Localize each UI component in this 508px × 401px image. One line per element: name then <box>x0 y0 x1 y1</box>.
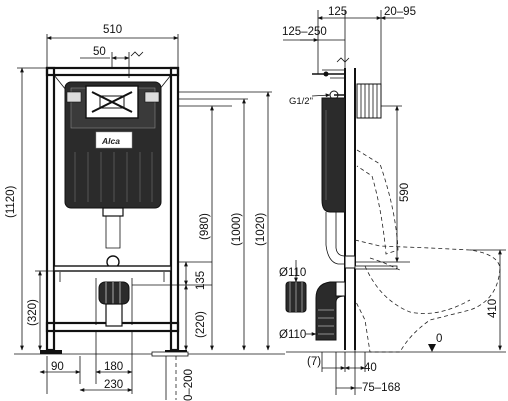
left-frame-post <box>45 66 56 352</box>
floor-zero-label: 0 <box>436 333 442 345</box>
dim-d110-lower-label: Ø110 <box>279 329 306 341</box>
drain-elbow <box>98 281 130 305</box>
dim-980-label: (980) <box>199 213 211 240</box>
dim-1020-label: (1020) <box>255 213 267 246</box>
dim-side-125-label: 125 <box>328 6 347 18</box>
dim-d110-upper-label: Ø110 <box>279 267 306 279</box>
dim-0-200-label: 0–200 <box>183 369 195 401</box>
dim-220-label: (220) <box>195 311 207 338</box>
dim-left-low-label: (320) <box>27 299 39 326</box>
toilet-seat-outline <box>356 149 399 255</box>
left-foot <box>40 350 62 354</box>
dim-90-label: 90 <box>51 361 64 373</box>
side-view: 125 20–95 125–250 G1/2" 590 Ø110 Ø110 41… <box>279 6 506 395</box>
dim-1000-label: (1000) <box>231 213 243 246</box>
dim-height-label: (1120) <box>5 185 17 218</box>
toilet-bowl-outline <box>354 239 501 353</box>
dim-410-label: 410 <box>487 299 499 318</box>
pipe-thread-label: G1/2" <box>289 96 313 107</box>
dim-75-168-label: 75–168 <box>362 382 400 394</box>
dim-590-label: 590 <box>399 183 411 202</box>
top-crossbar <box>45 66 180 77</box>
dim-135-label: 135 <box>195 271 207 290</box>
brand-label: Alca <box>101 136 120 146</box>
dim-width-label: 510 <box>103 24 122 36</box>
dim-40-label: 40 <box>364 362 377 374</box>
dim-offset-label: 50 <box>93 46 106 58</box>
dim-7-label: (7) <box>307 356 321 368</box>
dim-125-250-label: 125–250 <box>282 26 327 38</box>
dim-180-label: 180 <box>104 361 123 373</box>
dim-20-95-label: 20–95 <box>384 6 416 18</box>
front-view: Alca 510 50 <box>5 24 285 401</box>
right-frame-post <box>169 66 180 352</box>
mid-crossbar <box>53 265 172 272</box>
cistern-side <box>321 97 346 213</box>
dim-230-label: 230 <box>104 379 123 391</box>
